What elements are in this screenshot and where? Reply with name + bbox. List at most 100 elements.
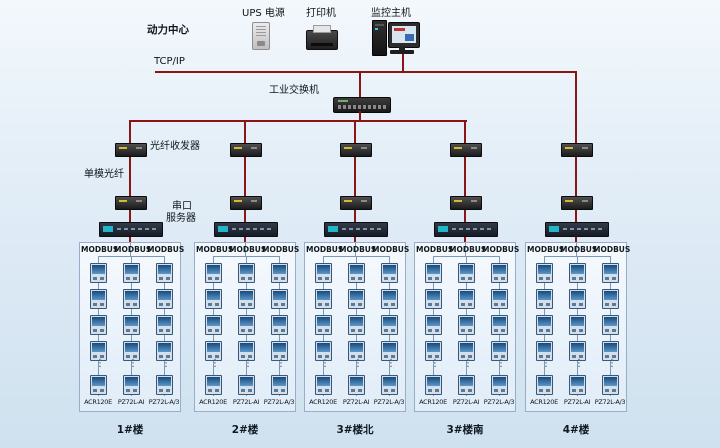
meter-icon bbox=[271, 289, 288, 309]
meter-model-label: ACR120E bbox=[199, 398, 227, 406]
fiber-transceiver-label: 光纤收发器 bbox=[150, 141, 200, 152]
meter-icon bbox=[458, 289, 475, 309]
meter-icon bbox=[425, 289, 442, 309]
meter-icon bbox=[491, 289, 508, 309]
transceiver-server-line bbox=[244, 207, 246, 223]
meter-icon bbox=[569, 375, 586, 395]
distribution-line bbox=[129, 120, 467, 122]
ellipsis-dots: ⋮ bbox=[430, 358, 440, 369]
serial-server-icon bbox=[214, 222, 278, 237]
meter-icon bbox=[381, 315, 398, 335]
meter-icon bbox=[458, 315, 475, 335]
meter-icon bbox=[315, 315, 332, 335]
meter-icon bbox=[602, 289, 619, 309]
ellipsis-dots: ⋮ bbox=[386, 358, 396, 369]
meter-icon bbox=[425, 375, 442, 395]
meter-icon bbox=[536, 263, 553, 283]
fiber-link-line bbox=[129, 154, 131, 197]
serial-server-label-line2: 服务器 bbox=[166, 213, 196, 224]
meter-icon bbox=[536, 375, 553, 395]
ellipsis-dots: ⋮ bbox=[463, 358, 473, 369]
server-feed-line bbox=[244, 234, 246, 243]
server-bus-feed-line bbox=[576, 243, 577, 257]
meter-icon bbox=[90, 263, 107, 283]
meter-model-label: ACR120E bbox=[309, 398, 337, 406]
meter-icon bbox=[425, 341, 442, 361]
serial-server-icon bbox=[99, 222, 163, 237]
fiber-transceiver-icon bbox=[561, 196, 593, 210]
server-feed-line bbox=[354, 234, 356, 243]
meter-model-label: PZ72L-A/3 bbox=[148, 398, 180, 406]
meter-model-label: PZ72L-A/3 bbox=[263, 398, 295, 406]
ellipsis-dots: ⋮ bbox=[353, 358, 363, 369]
meter-icon bbox=[458, 341, 475, 361]
ellipsis-dots: ⋮ bbox=[243, 358, 253, 369]
server-feed-line bbox=[464, 234, 466, 243]
ellipsis-dots: ⋮ bbox=[607, 358, 617, 369]
ellipsis-dots: ⋮ bbox=[541, 358, 551, 369]
meter-icon bbox=[491, 341, 508, 361]
ellipsis-dots: ⋮ bbox=[276, 358, 286, 369]
meter-icon bbox=[458, 375, 475, 395]
fiber-transceiver-icon bbox=[115, 196, 147, 210]
building-label: 4#楼 bbox=[562, 424, 590, 436]
meter-icon bbox=[238, 341, 255, 361]
meter-model-label: PZ72L-AI bbox=[563, 398, 591, 406]
meter-icon bbox=[536, 341, 553, 361]
meter-icon bbox=[348, 263, 365, 283]
trunk-drop-line bbox=[354, 120, 356, 144]
meter-icon bbox=[602, 263, 619, 283]
meter-icon bbox=[271, 315, 288, 335]
server-bus-feed-line bbox=[245, 243, 246, 257]
power-center-label: 动力中心 bbox=[147, 24, 189, 36]
meter-model-label: PZ72L-AI bbox=[117, 398, 145, 406]
modbus-label: MODBUS bbox=[114, 245, 152, 254]
fiber-link-line bbox=[464, 154, 466, 197]
modbus-label: MODBUS bbox=[527, 245, 565, 254]
serial-server-label-line1: 串口 bbox=[172, 201, 192, 212]
switch-uplink-line bbox=[359, 73, 361, 97]
fiber-transceiver-icon bbox=[230, 196, 262, 210]
ellipsis-dots: ⋮ bbox=[210, 358, 220, 369]
meter-model-label: PZ72L-A/3 bbox=[594, 398, 626, 406]
meter-icon bbox=[491, 375, 508, 395]
meter-model-label: PZ72L-A/3 bbox=[483, 398, 515, 406]
meter-icon bbox=[205, 375, 222, 395]
meter-icon bbox=[381, 375, 398, 395]
meter-icon bbox=[271, 341, 288, 361]
trunk-drop-line bbox=[129, 120, 131, 144]
fiber-transceiver-icon bbox=[450, 143, 482, 157]
ellipsis-dots: ⋮ bbox=[128, 358, 138, 369]
meter-icon bbox=[569, 341, 586, 361]
serial-server-icon bbox=[324, 222, 388, 237]
building-label: 3#楼南 bbox=[446, 424, 484, 436]
modbus-label: MODBUS bbox=[229, 245, 267, 254]
building-label: 1#楼 bbox=[116, 424, 144, 436]
transceiver-server-line bbox=[575, 207, 577, 223]
trunk-drop-line bbox=[244, 120, 246, 144]
meter-model-label: ACR120E bbox=[84, 398, 112, 406]
trunk-drop-line bbox=[575, 72, 577, 144]
tcpip-label: TCP/IP bbox=[154, 56, 185, 67]
single-mode-fiber-label: 单模光纤 bbox=[84, 169, 124, 180]
meter-icon bbox=[381, 263, 398, 283]
monitor-host-label: 监控主机 bbox=[371, 8, 411, 19]
meter-icon bbox=[238, 375, 255, 395]
ellipsis-dots: ⋮ bbox=[320, 358, 330, 369]
fiber-transceiver-icon bbox=[340, 143, 372, 157]
fiber-link-line bbox=[354, 154, 356, 197]
server-bus-feed-line bbox=[465, 243, 466, 257]
meter-model-label: PZ72L-A/3 bbox=[373, 398, 405, 406]
modbus-label: MODBUS bbox=[560, 245, 598, 254]
meter-icon bbox=[205, 263, 222, 283]
fiber-link-line bbox=[244, 154, 246, 197]
modbus-label: MODBUS bbox=[449, 245, 487, 254]
building-label: 2#楼 bbox=[231, 424, 259, 436]
modbus-label: MODBUS bbox=[372, 245, 410, 254]
meter-icon bbox=[381, 289, 398, 309]
serial-server-icon bbox=[545, 222, 609, 237]
modbus-label: MODBUS bbox=[306, 245, 344, 254]
ellipsis-dots: ⋮ bbox=[574, 358, 584, 369]
